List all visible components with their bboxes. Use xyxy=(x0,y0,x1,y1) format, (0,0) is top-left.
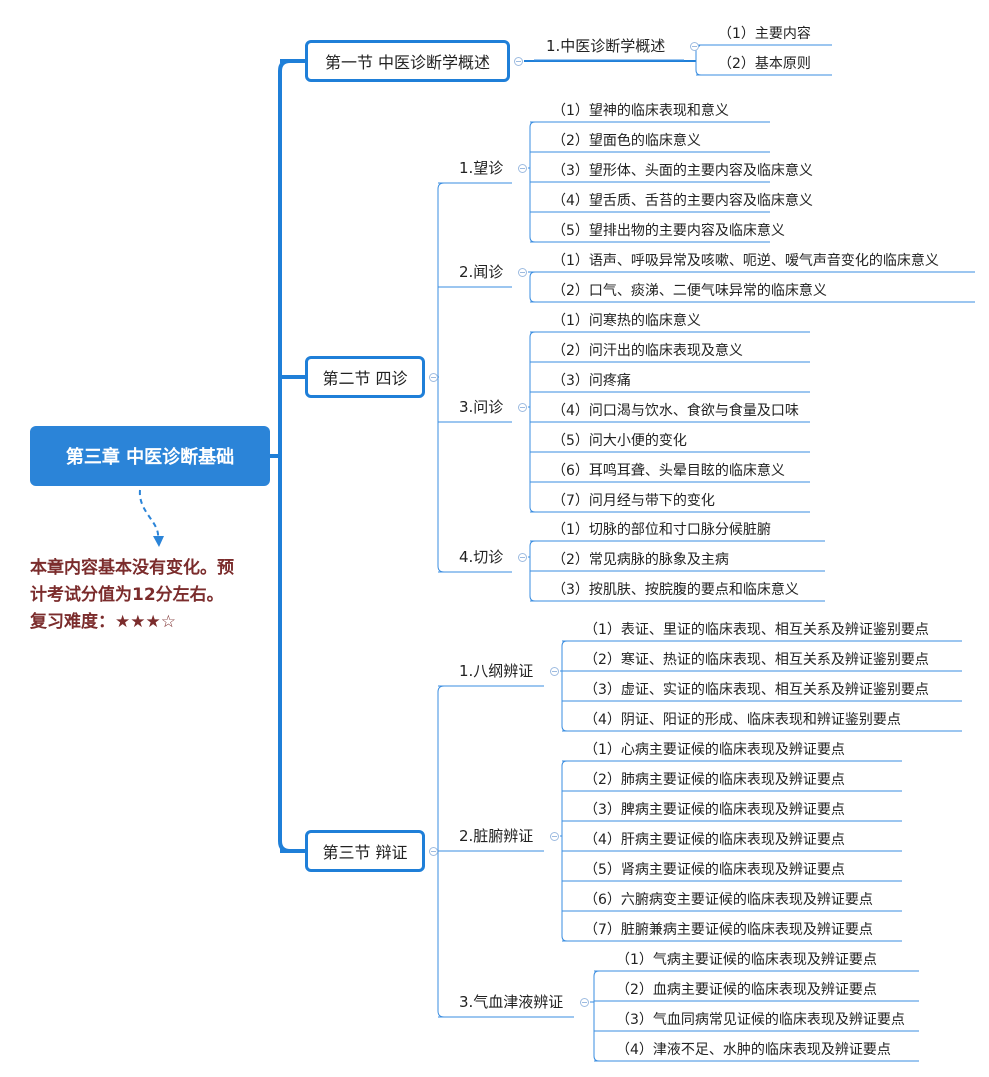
section-label: 第三节 辩证 xyxy=(322,843,408,862)
leaf-spine-2-2 xyxy=(529,271,536,303)
leaf-item-3-2-6[interactable]: （6）六腑病变主要证候的临床表现及辨证要点 xyxy=(584,892,873,908)
leaf-item-1-1-1[interactable]: （1）主要内容 xyxy=(718,26,811,42)
leaf-item-2-3-5[interactable]: （5）问大小便的变化 xyxy=(552,433,687,449)
subtopic-node-3-1[interactable]: 1.八纲辨证 xyxy=(459,662,534,680)
section-3-collapse-icon[interactable] xyxy=(429,847,438,856)
leaf-item-2-3-6[interactable]: （6）耳鸣耳聋、头晕目眩的临床意义 xyxy=(552,463,785,479)
note-line-2: 计考试分值为12分左右。 xyxy=(30,585,224,605)
leaf-item-3-3-1[interactable]: （1）气病主要证候的临床表现及辨证要点 xyxy=(616,952,877,968)
leaf-item-1-1-2[interactable]: （2）基本原则 xyxy=(718,56,811,72)
subtopic-2-2-collapse-icon[interactable] xyxy=(518,268,527,277)
root-trunk xyxy=(278,59,291,853)
leaf-item-2-2-2[interactable]: （2）口气、痰涕、二便气味异常的临床意义 xyxy=(552,283,827,299)
leaf-item-2-1-5[interactable]: （5）望排出物的主要内容及临床意义 xyxy=(552,223,785,239)
leaf-item-2-3-4[interactable]: （4）问口渴与饮水、食欲与食量及口味 xyxy=(552,403,799,419)
leaf-item-3-2-2[interactable]: （2）肺病主要证候的临床表现及辨证要点 xyxy=(584,772,845,788)
subtopic-2-3-collapse-icon[interactable] xyxy=(518,403,527,412)
leaf-item-2-4-3[interactable]: （3）按肌肤、按脘腹的要点和临床意义 xyxy=(552,582,799,598)
leaf-spine-3-3 xyxy=(593,970,600,1062)
leaf-item-2-3-7[interactable]: （7）问月经与带下的变化 xyxy=(552,493,715,509)
subtopic-2-1-collapse-icon[interactable] xyxy=(518,164,527,173)
leaf-item-3-2-1[interactable]: （1）心病主要证候的临床表现及辨证要点 xyxy=(584,742,845,758)
chapter-note: 本章内容基本没有变化。预 计考试分值为12分左右。 复习难度：★★★☆ xyxy=(30,555,270,636)
leaf-item-2-3-3[interactable]: （3）问疼痛 xyxy=(552,373,631,389)
subtopic-3-1-collapse-icon[interactable] xyxy=(550,667,559,676)
section-node-3[interactable]: 第三节 辩证 xyxy=(305,830,425,872)
leaf-item-2-2-1[interactable]: （1）语声、呼吸异常及咳嗽、呃逆、嗳气声音变化的临床意义 xyxy=(552,253,939,269)
leaf-item-2-3-1[interactable]: （1）问寒热的临床意义 xyxy=(552,313,701,329)
leaf-item-2-3-2[interactable]: （2）问汗出的临床表现及意义 xyxy=(552,343,743,359)
root-topic[interactable]: 第三章 中医诊断基础 xyxy=(30,426,270,486)
note-arrow-head xyxy=(153,536,164,547)
section-2-spine xyxy=(437,182,445,573)
root-topic-label: 第三章 中医诊断基础 xyxy=(65,447,235,468)
leaf-item-3-3-4[interactable]: （4）津液不足、水肿的临床表现及辨证要点 xyxy=(616,1042,891,1058)
leaf-item-3-1-4[interactable]: （4）阴证、阳证的形成、临床表现和辨证鉴别要点 xyxy=(584,712,901,728)
subtopic-node-3-2[interactable]: 2.脏腑辨证 xyxy=(459,827,534,845)
subtopic-node-2-1[interactable]: 1.望诊 xyxy=(459,159,504,177)
leaf-item-2-1-2[interactable]: （2）望面色的临床意义 xyxy=(552,133,701,149)
section-2-collapse-icon[interactable] xyxy=(429,373,438,382)
note-line-1: 本章内容基本没有变化。预 xyxy=(30,558,234,578)
subtopic-node-2-2[interactable]: 2.闻诊 xyxy=(459,263,504,281)
leaf-item-3-3-3[interactable]: （3）气血同病常见证候的临床表现及辨证要点 xyxy=(616,1012,905,1028)
leaf-item-2-4-2[interactable]: （2）常见病脉的脉象及主病 xyxy=(552,552,729,568)
leaf-spine-3-1 xyxy=(561,640,568,732)
leaf-item-2-1-3[interactable]: （3）望形体、头面的主要内容及临床意义 xyxy=(552,163,813,179)
note-line-3: 复习难度：★★★☆ xyxy=(30,612,176,632)
leaf-item-2-4-1[interactable]: （1）切脉的部位和寸口脉分候脏腑 xyxy=(552,522,771,538)
subtopic-1-1-collapse-icon[interactable] xyxy=(690,42,699,51)
subtopic-node-2-3[interactable]: 3.问诊 xyxy=(459,398,504,416)
leaf-item-3-1-2[interactable]: （2）寒证、热证的临床表现、相互关系及辨证鉴别要点 xyxy=(584,652,929,668)
subtopic-node-3-3[interactable]: 3.气血津液辨证 xyxy=(459,993,564,1011)
leaf-item-3-2-4[interactable]: （4）肝病主要证候的临床表现及辨证要点 xyxy=(584,832,845,848)
leaf-item-3-2-5[interactable]: （5）肾病主要证候的临床表现及辨证要点 xyxy=(584,862,845,878)
subtopic-3-2-collapse-icon[interactable] xyxy=(550,832,559,841)
leaf-item-3-1-1[interactable]: （1）表证、里证的临床表现、相互关系及辨证鉴别要点 xyxy=(584,622,929,638)
leaf-item-2-1-1[interactable]: （1）望神的临床表现和意义 xyxy=(552,103,729,119)
section-node-2[interactable]: 第二节 四诊 xyxy=(305,356,425,398)
leaf-item-3-2-7[interactable]: （7）脏腑兼病主要证候的临床表现及辨证要点 xyxy=(584,922,873,938)
subtopic-node-1-1[interactable]: 1.中医诊断学概述 xyxy=(546,37,666,55)
subtopic-node-2-4[interactable]: 4.切诊 xyxy=(459,548,504,566)
subtopic-2-4-collapse-icon[interactable] xyxy=(518,553,527,562)
leaf-item-3-3-2[interactable]: （2）血病主要证候的临床表现及辨证要点 xyxy=(616,982,877,998)
note-arrow xyxy=(138,489,160,539)
leaf-item-3-2-3[interactable]: （3）脾病主要证候的临床表现及辨证要点 xyxy=(584,802,845,818)
leaf-item-3-1-3[interactable]: （3）虚证、实证的临床表现、相互关系及辨证鉴别要点 xyxy=(584,682,929,698)
section-1-collapse-icon[interactable] xyxy=(514,57,523,66)
section-node-1[interactable]: 第一节 中医诊断学概述 xyxy=(305,40,510,82)
section-label: 第一节 中医诊断学概述 xyxy=(324,53,491,72)
subtopic-3-3-collapse-icon[interactable] xyxy=(580,998,589,1007)
leaf-item-2-1-4[interactable]: （4）望舌质、舌苔的主要内容及临床意义 xyxy=(552,193,813,209)
section-label: 第二节 四诊 xyxy=(322,369,408,388)
